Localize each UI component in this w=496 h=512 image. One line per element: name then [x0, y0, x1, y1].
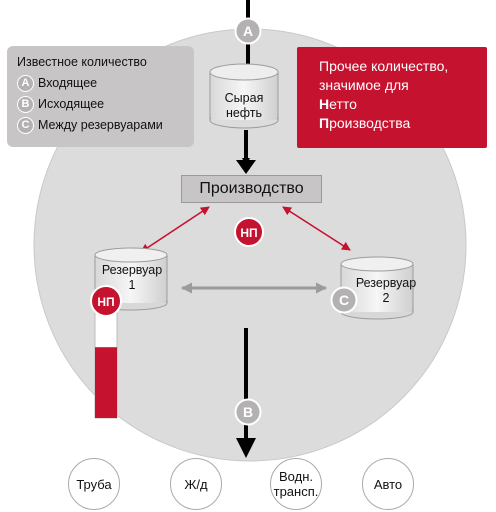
- legend-item-label: Входящее: [38, 76, 98, 90]
- legend-item-incoming: A Входящее: [17, 73, 194, 94]
- crude-oil-label: Сырая нефть: [224, 91, 264, 120]
- svg-text:C: C: [339, 292, 349, 308]
- note-line-3: Нетто: [319, 96, 357, 112]
- legend-title: Известное количество: [17, 55, 147, 69]
- transport-rail: Ж/д: [170, 458, 222, 510]
- badge-c-icon: C: [17, 117, 34, 134]
- badge-b-icon: B: [17, 96, 34, 113]
- outgoing-arrow-head: [236, 438, 256, 458]
- production-tank1-arrow: [140, 206, 210, 253]
- crude-arrow-head: [236, 160, 256, 174]
- np-gauge: [94, 299, 118, 419]
- badge-c: C: [330, 286, 358, 314]
- svg-text:НП: НП: [240, 226, 257, 240]
- crude-oil-tank: [209, 63, 279, 129]
- note-line-4: Производства: [319, 115, 411, 131]
- production-box: Производство: [181, 175, 322, 203]
- transport-pipe: Труба: [68, 458, 120, 510]
- badge-b: B: [234, 398, 262, 426]
- legend-item-label: Исходящее: [38, 97, 105, 111]
- tank-1-label: Резервуар 1: [101, 263, 163, 292]
- svg-text:A: A: [243, 23, 253, 39]
- production-tank2-arrow: [282, 206, 351, 251]
- badge-np-center: НП: [234, 217, 264, 247]
- legend-item-label: Между резервуарами: [38, 118, 163, 132]
- net-production-note: Прочее количество, значимое для Нетто Пр…: [297, 47, 487, 148]
- svg-text:НП: НП: [97, 295, 114, 309]
- transport-auto: Авто: [362, 458, 414, 510]
- transport-water: Водн.трансп.: [270, 458, 322, 510]
- legend-item-outgoing: B Исходящее: [17, 94, 194, 115]
- svg-text:B: B: [243, 404, 253, 420]
- note-line-1: Прочее количество,: [319, 58, 449, 74]
- badge-a-icon: A: [17, 75, 34, 92]
- tank-2-label: Резервуар 2: [355, 276, 417, 305]
- note-line-2: значимое для: [319, 77, 409, 93]
- legend-item-between-tanks: C Между резервуарами: [17, 115, 194, 136]
- known-quantity-legend: Известное количество A Входящее B Исходя…: [7, 46, 194, 147]
- badge-np-gauge: НП: [90, 285, 122, 317]
- badge-a: A: [234, 17, 262, 45]
